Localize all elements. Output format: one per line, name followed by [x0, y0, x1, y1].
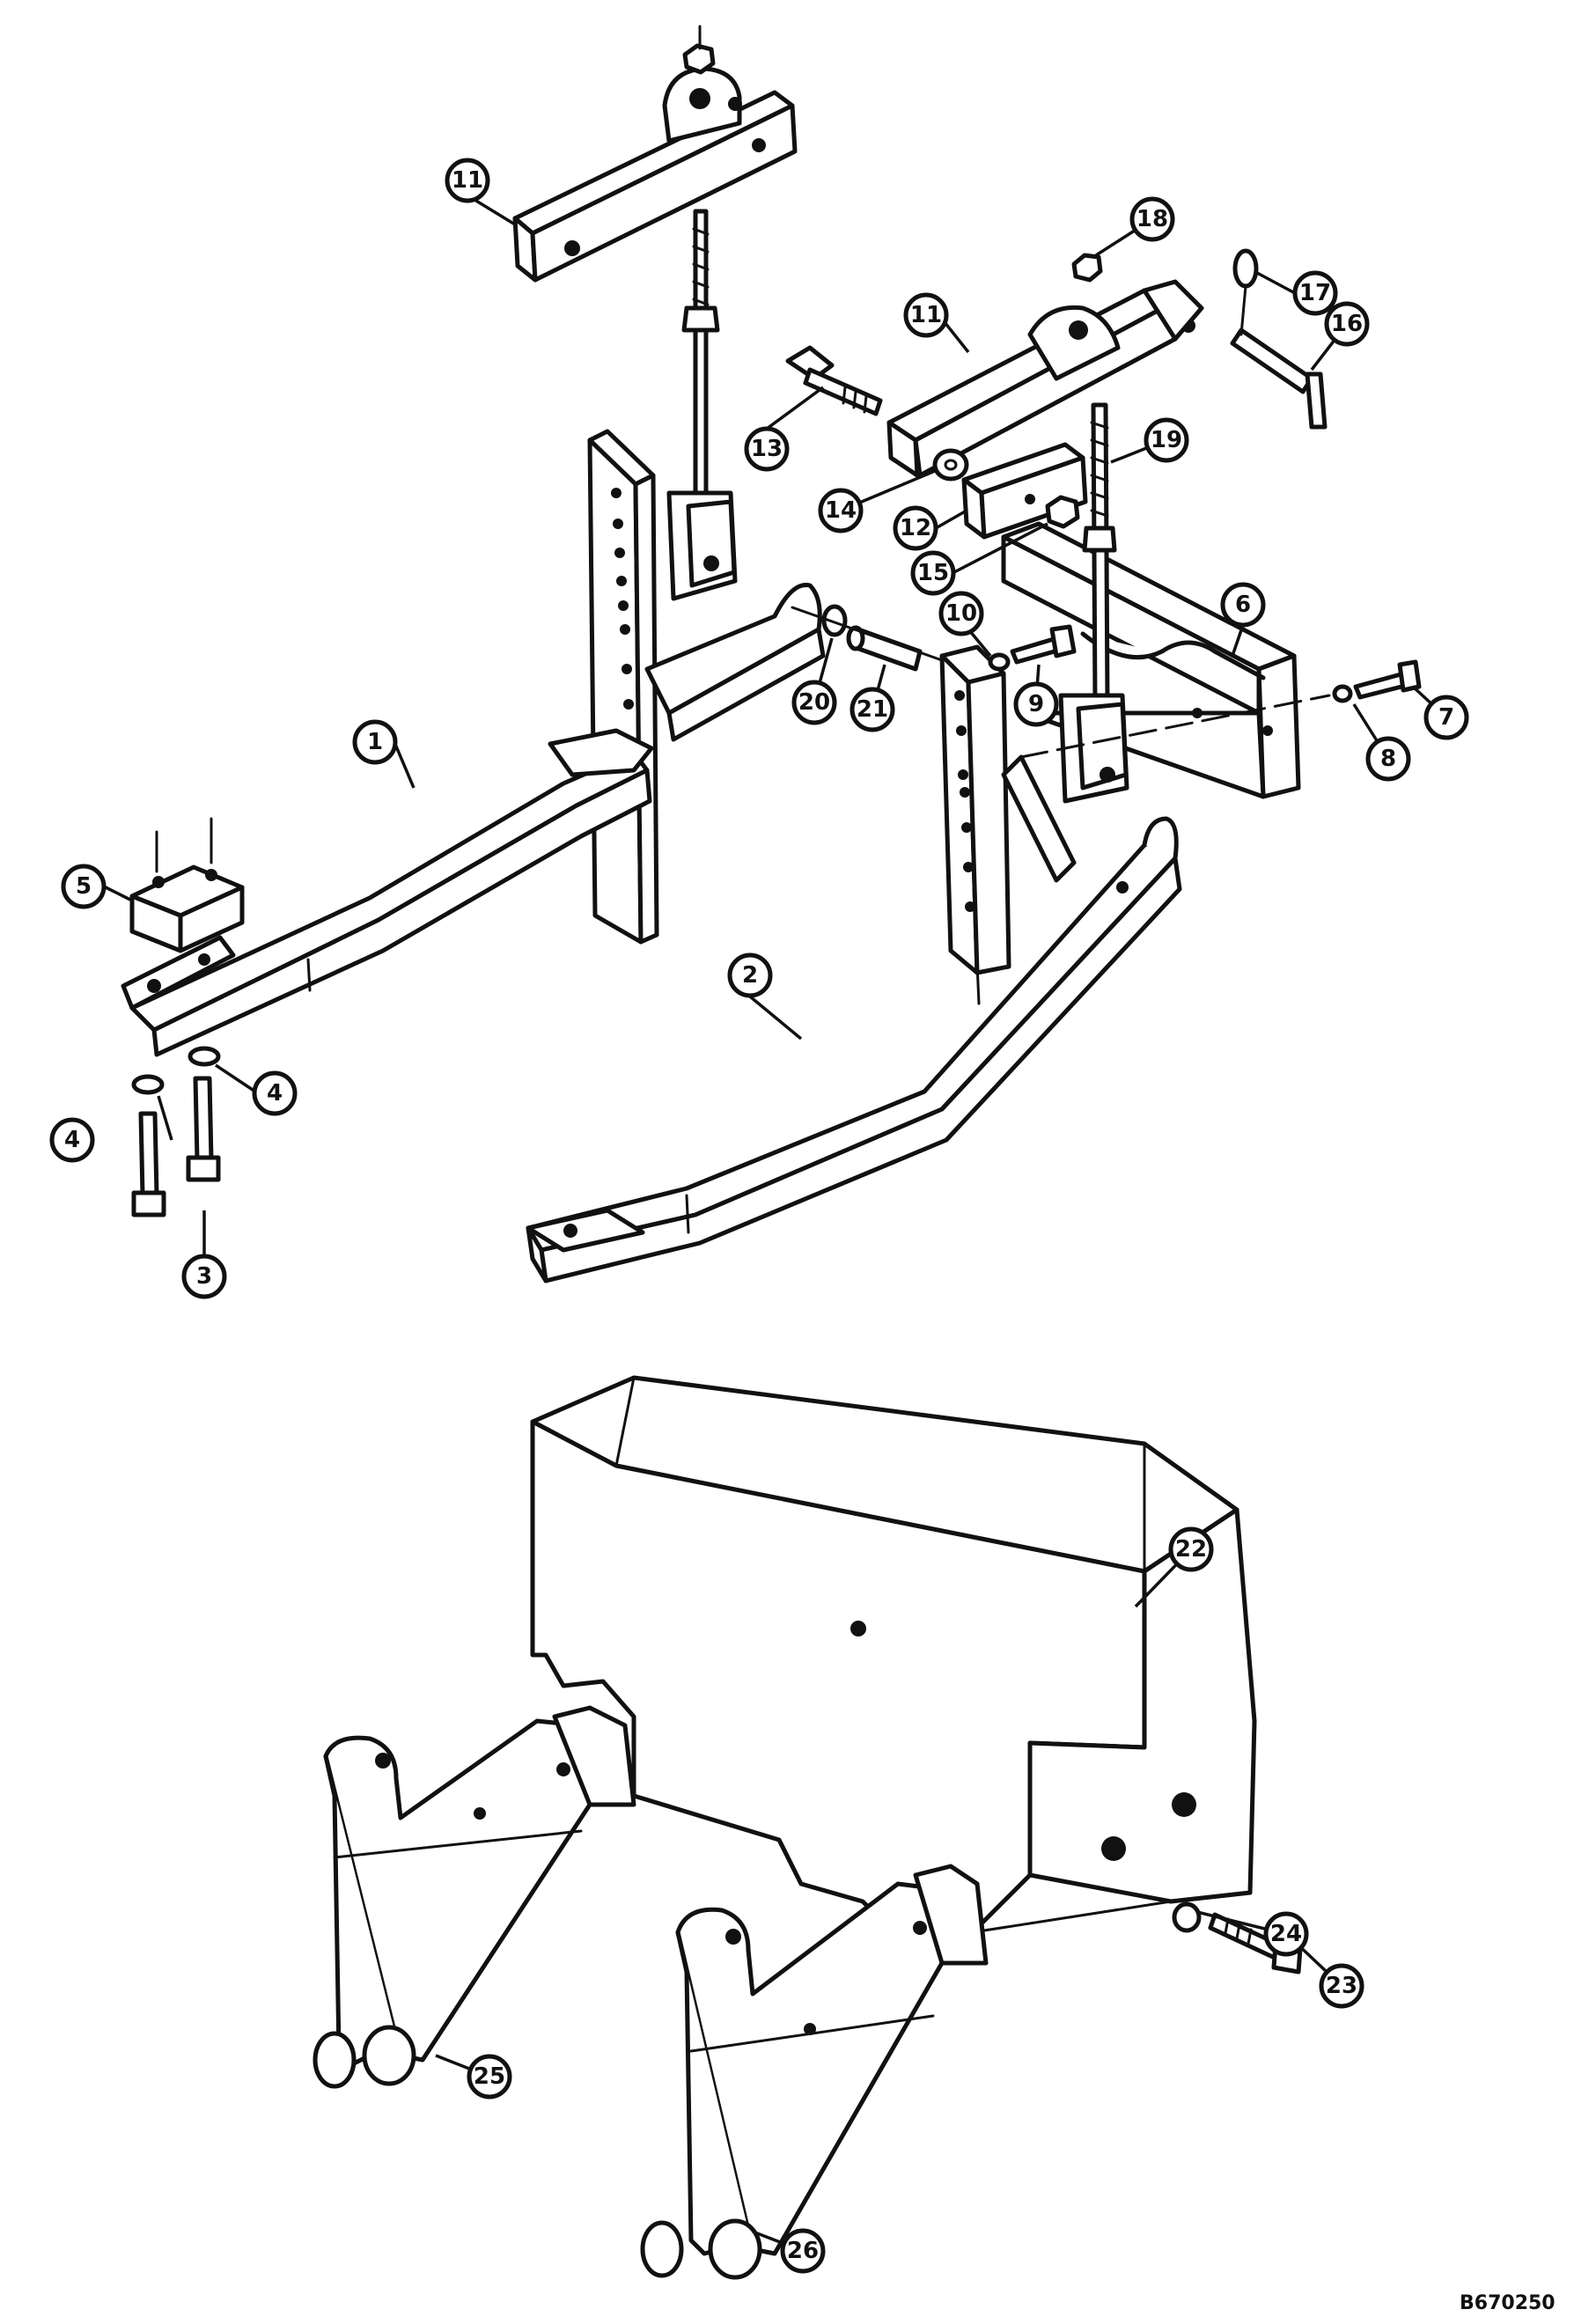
left-cross-plate: [644, 582, 826, 742]
bolt-3-left: [131, 1111, 166, 1217]
callout-20: 20: [791, 680, 837, 725]
svg-text:15: 15: [917, 560, 949, 586]
svg-text:7: 7: [1438, 704, 1454, 731]
svg-text:3: 3: [196, 1263, 212, 1290]
svg-text:9: 9: [1028, 691, 1044, 717]
svg-text:10: 10: [945, 600, 977, 627]
bolt-3-right: [186, 1076, 221, 1182]
washer-10: [988, 652, 1011, 672]
pin-16: [1230, 327, 1328, 430]
callout-4-left: 4: [49, 1117, 95, 1163]
svg-text:4: 4: [267, 1080, 283, 1107]
callout-2: 2: [727, 952, 773, 998]
washer-24: [1172, 1901, 1202, 1933]
svg-text:1: 1: [367, 729, 383, 755]
svg-text:22: 22: [1175, 1536, 1207, 1563]
svg-text:6: 6: [1235, 592, 1251, 618]
left-vertical-post: [587, 429, 659, 945]
callout-14: 14: [818, 488, 864, 533]
weight-block-22: [530, 1375, 1257, 1939]
clip-17: [1232, 248, 1259, 336]
block-5: [129, 864, 245, 953]
callout-26: 26: [780, 2228, 826, 2274]
svg-text:16: 16: [1331, 311, 1363, 337]
callout-5: 5: [61, 864, 107, 909]
svg-text:24: 24: [1270, 1921, 1302, 1947]
callout-19: 19: [1144, 417, 1189, 463]
cross-plate-6: [1001, 521, 1301, 799]
bolt-axis-line: [1019, 694, 1331, 759]
svg-text:26: 26: [787, 2238, 819, 2264]
callout-10: 10: [938, 591, 984, 636]
top-link-bracket-upper: [512, 66, 798, 283]
callout-9: 9: [1013, 681, 1059, 727]
lift-rod-left: [666, 209, 738, 601]
callout-15: 15: [910, 550, 956, 596]
callout-22: 22: [1168, 1526, 1214, 1572]
washer-4-right: [188, 1046, 221, 1067]
nut-15: [1045, 495, 1080, 529]
nut-18: [1071, 253, 1103, 283]
svg-text:8: 8: [1380, 746, 1396, 772]
washer-8: [1332, 684, 1353, 703]
svg-text:11: 11: [910, 302, 942, 328]
callout-12: 12: [893, 505, 938, 551]
svg-text:12: 12: [900, 515, 931, 541]
svg-text:11: 11: [452, 167, 483, 194]
bolt-9: [1010, 624, 1077, 665]
pin-axis-line: [791, 606, 944, 662]
callout-25: 25: [467, 2054, 512, 2100]
callout-17: 17: [1292, 270, 1338, 316]
callout-13: 13: [744, 426, 790, 472]
washer-20: [821, 604, 848, 637]
lower-link-2: [526, 816, 1182, 1283]
callout-6: 6: [1220, 582, 1266, 628]
arm-25: [313, 1705, 636, 2089]
callout-11-upper: 11: [445, 158, 490, 203]
callout-3: 3: [181, 1254, 227, 1299]
svg-text:19: 19: [1151, 427, 1182, 453]
callout-23: 23: [1319, 1963, 1364, 2009]
svg-text:5: 5: [76, 873, 92, 900]
callout-7: 7: [1423, 695, 1469, 740]
svg-text:4: 4: [64, 1127, 80, 1153]
svg-text:18: 18: [1136, 206, 1168, 232]
svg-text:20: 20: [798, 689, 830, 716]
bolt-13: [785, 345, 883, 416]
washer-4-left: [131, 1074, 165, 1095]
callout-24: 24: [1263, 1911, 1309, 1957]
nut-top: [682, 43, 716, 75]
top-link-bracket-lower: [886, 279, 1204, 478]
svg-text:14: 14: [825, 497, 857, 524]
callout-16: 16: [1324, 301, 1370, 347]
lift-rod-19: [1058, 402, 1129, 804]
washer-14: [932, 448, 969, 482]
svg-text:21: 21: [857, 696, 888, 723]
svg-text:17: 17: [1299, 280, 1331, 306]
right-vertical-post: [939, 644, 1077, 975]
callout-8: 8: [1365, 736, 1411, 782]
block-12: [961, 442, 1088, 540]
svg-text:25: 25: [474, 2063, 505, 2090]
bolt-7: [1353, 659, 1422, 700]
drawing-id: B670250: [1460, 2292, 1556, 2314]
callout-4-right: 4: [252, 1070, 298, 1116]
callout-11-lower: 11: [903, 292, 949, 338]
lower-link-1: [121, 728, 654, 1057]
callout-21: 21: [850, 687, 895, 732]
callout-18: 18: [1129, 196, 1175, 242]
svg-text:23: 23: [1326, 1973, 1357, 1999]
arm-26: [640, 1864, 989, 2280]
callout-1: 1: [352, 719, 398, 765]
svg-text:13: 13: [751, 436, 783, 462]
svg-text:2: 2: [742, 962, 758, 989]
